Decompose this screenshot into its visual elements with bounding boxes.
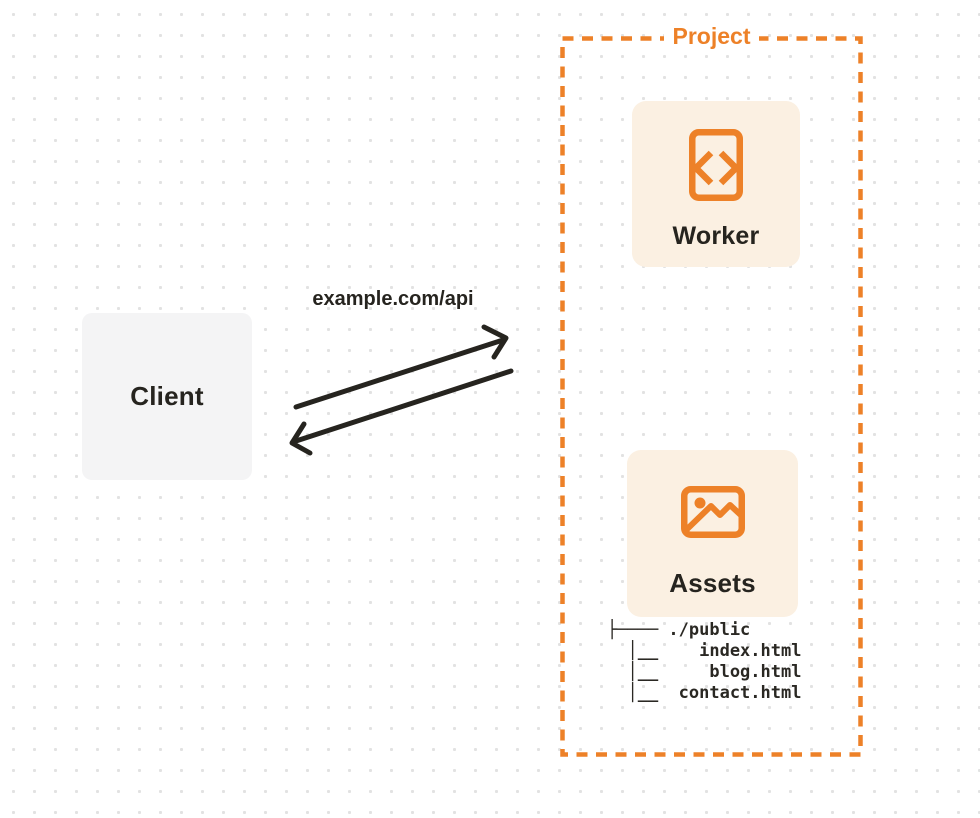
assets-file-tree: ├──── ./public │__ index.html │__ blog.h… <box>607 620 802 703</box>
response-arrow <box>289 368 514 456</box>
client-node: Client <box>82 313 252 480</box>
worker-node: Worker <box>632 101 800 267</box>
client-label: Client <box>130 381 204 411</box>
assets-label: Assets <box>669 568 756 598</box>
project-group: Project Worker Assets ├──── ./publi <box>560 22 863 757</box>
request-arrow <box>293 324 509 410</box>
request-url-label: example.com/api <box>312 288 474 310</box>
project-label: Project <box>663 22 760 50</box>
code-file-icon <box>689 129 743 201</box>
worker-label: Worker <box>672 222 760 250</box>
image-icon <box>680 486 745 538</box>
assets-node: Assets <box>627 450 798 617</box>
